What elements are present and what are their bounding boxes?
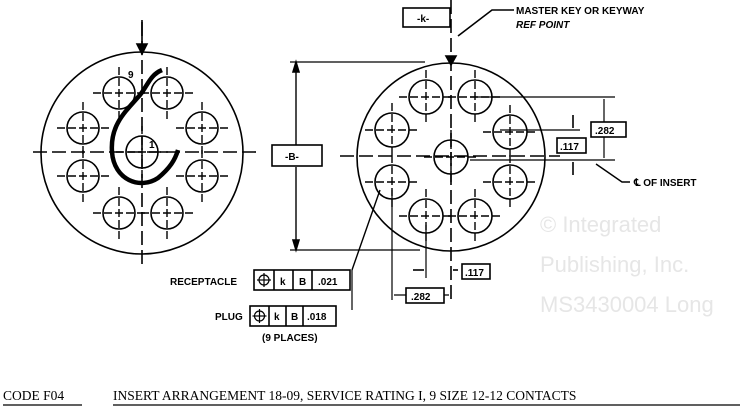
dim-box [461, 263, 491, 280]
contact-hole [150, 76, 184, 110]
datum-ref: B [291, 312, 298, 323]
tolerance-value: .018 [307, 312, 327, 323]
plug-label: PLUG [215, 312, 243, 323]
datum-ref: k [274, 312, 280, 323]
position-symbol-icon [257, 273, 271, 287]
contact-holes [57, 67, 228, 239]
contact-hole [66, 111, 100, 145]
dim-box [405, 287, 445, 304]
dim-282-bottom: .282 [411, 292, 431, 303]
key-arrow-icon [135, 43, 149, 56]
position-symbol-icon [252, 309, 267, 323]
contact-hole [66, 159, 100, 193]
caption: CODE F04 INSERT ARRANGEMENT 18-09, SERVI… [3, 388, 576, 403]
dim-282-right: .282 [595, 126, 615, 137]
datum-k-box [402, 7, 451, 28]
receptacle-label: RECEPTACLE [170, 277, 237, 288]
contact-sequence-curve [109, 67, 181, 186]
key-arrow-icon [444, 55, 458, 67]
contact-hole [125, 135, 159, 169]
tolerance-value: .021 [318, 277, 338, 288]
left-insert-view: 9 1 [33, 20, 258, 265]
caption-code: CODE F04 [3, 388, 64, 403]
contact-hole [150, 196, 184, 230]
receptacle-tolerance-frame: RECEPTACLE k B .021 [170, 269, 351, 291]
datum-ref: B [299, 277, 306, 288]
places-note: (9 PLACES) [262, 333, 318, 344]
watermark-line: © Integrated [540, 212, 661, 237]
right-insert-view: -k- MASTER KEY OR KEYWAY REF POINT -B- .… [271, 0, 697, 310]
datum-ref: k [280, 277, 286, 288]
datum-b-label: -B- [285, 152, 299, 163]
watermark-line: Publishing, Inc. [540, 252, 689, 277]
contact-hole [185, 159, 219, 193]
contact-hole [185, 111, 219, 145]
dim-box [590, 121, 627, 138]
contact-number-9: 9 [128, 70, 134, 81]
dim-box [556, 137, 587, 154]
master-key-note-2: REF POINT [516, 20, 570, 31]
contact-hole [102, 76, 136, 110]
watermark-line: MS3430004 Long [540, 292, 714, 317]
datum-k-label: -k- [417, 14, 429, 25]
caption-description: INSERT ARRANGEMENT 18-09, SERVICE RATING… [113, 388, 576, 403]
contact-number-1: 1 [149, 140, 155, 151]
datum-b-box [271, 144, 323, 167]
contact-hole [102, 196, 136, 230]
watermark: © Integrated Publishing, Inc. MS3430004 … [540, 212, 714, 317]
master-key-note: MASTER KEY OR KEYWAY [516, 6, 645, 17]
centerline-of-insert-label: ℄ OF INSERT [633, 178, 697, 189]
dim-117-bottom: .117 [465, 268, 484, 279]
plug-tolerance-frame: PLUG k B .018 (9 PLACES) [215, 305, 337, 344]
leader-master-key [457, 9, 514, 37]
dim-117-right: .117 [560, 142, 579, 153]
